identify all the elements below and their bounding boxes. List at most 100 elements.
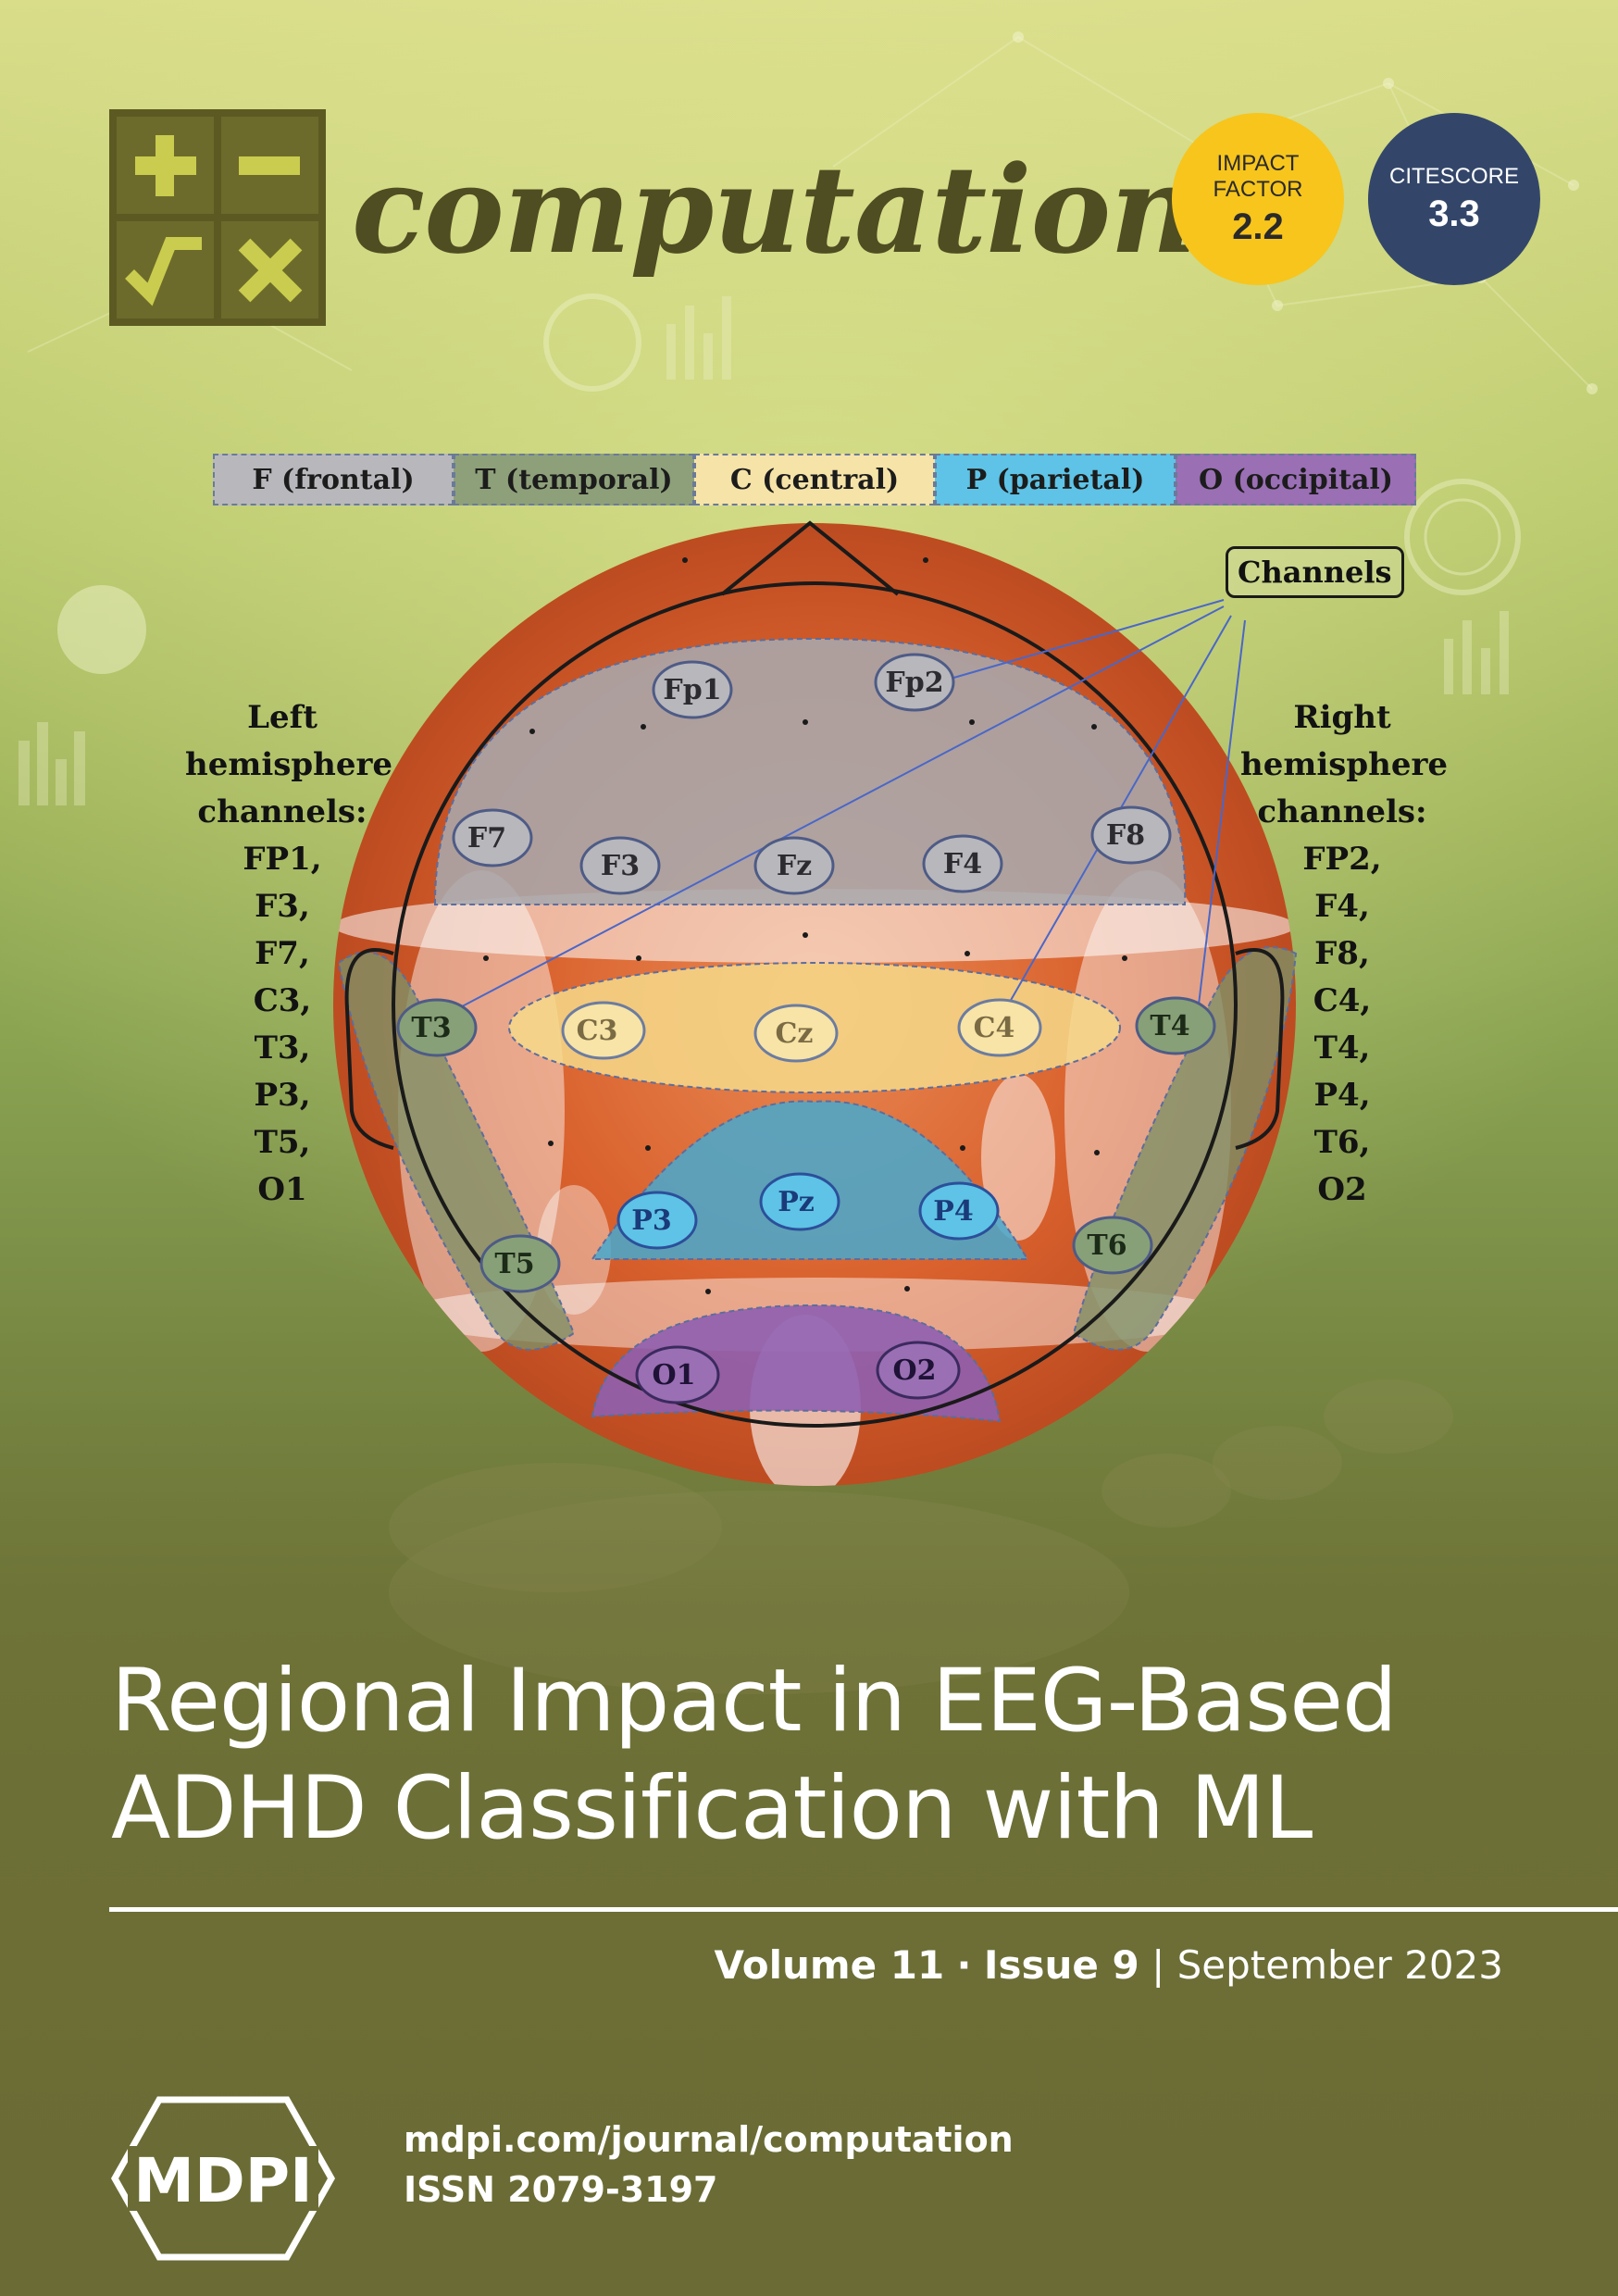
svg-text:T5: T5 (494, 1248, 534, 1280)
legend-occipital: O (occipital) (1176, 454, 1416, 505)
left-heading-3: channels: (197, 793, 367, 830)
channels-label: Channels (1226, 546, 1404, 598)
issn: ISSN 2079-3197 (404, 2169, 718, 2210)
right-channel: C4, (1313, 982, 1372, 1019)
electrode-f8: F8 (1090, 805, 1172, 865)
publisher-info: mdpi.com/journal/computation ISSN 2079-3… (404, 2115, 1014, 2215)
impact-factor-label-1: IMPACT (1216, 150, 1300, 176)
svg-text:T3: T3 (411, 1012, 451, 1044)
legend-central: C (central) (694, 454, 935, 505)
minus-icon (239, 156, 300, 175)
right-channel: P4, (1313, 1077, 1371, 1114)
article-title-line-2: ADHD Classification with ML (111, 1758, 1313, 1859)
ear-right (1235, 948, 1285, 1150)
svg-text:Fp2: Fp2 (885, 667, 943, 699)
left-channel: T3, (254, 1029, 311, 1067)
right-channel: FP2, (1302, 841, 1382, 878)
journal-logo (109, 109, 326, 326)
electrode-pz: Pz (759, 1172, 840, 1231)
svg-text:O1: O1 (652, 1359, 695, 1391)
legend-parietal: P (parietal) (935, 454, 1176, 505)
left-channel: P3, (254, 1077, 311, 1114)
electrode-f4: F4 (922, 834, 1003, 893)
right-heading-3: channels: (1257, 793, 1427, 830)
left-channel: F7, (255, 935, 310, 972)
electrode-fp2: Fp2 (874, 653, 955, 712)
electrode-o1: O1 (635, 1345, 720, 1404)
issue-number: Issue 9 (983, 1942, 1139, 1988)
right-channel: T4, (1313, 1029, 1371, 1067)
electrode-p4: P4 (918, 1181, 1000, 1241)
left-heading-1: Left (247, 699, 317, 736)
left-channel: FP1, (243, 841, 322, 878)
svg-text:F8: F8 (1106, 819, 1145, 852)
citescore-label: CITESCORE (1388, 163, 1519, 189)
head-outline (392, 581, 1238, 1428)
impact-factor-value: 2.2 (1232, 206, 1284, 247)
electrode-t4: T4 (1135, 996, 1216, 1055)
article-title-line-1: Regional Impact in EEG-Based (111, 1651, 1398, 1752)
issue-info: Volume 11 · Issue 9 | September 2023 (715, 1942, 1504, 1988)
electrode-c4: C4 (957, 998, 1042, 1057)
svg-text:Fp1: Fp1 (663, 674, 721, 706)
mdpi-logo: MDPI (110, 2096, 336, 2261)
svg-text:C3: C3 (577, 1015, 618, 1047)
svg-text:P3: P3 (631, 1204, 671, 1237)
region-legend: F (frontal) T (temporal) C (central) P (… (213, 454, 1416, 505)
svg-text:Pz: Pz (778, 1186, 815, 1218)
nose (720, 520, 900, 596)
article-title: Regional Impact in EEG-Based ADHD Classi… (111, 1648, 1555, 1863)
electrode-fp1: Fp1 (652, 660, 733, 719)
svg-text:F7: F7 (467, 822, 506, 855)
square-root-icon (125, 237, 202, 306)
left-channel: O1 (257, 1171, 307, 1208)
journal-name: computation (352, 139, 1198, 281)
svg-text:MDPI: MDPI (133, 2145, 312, 2216)
issue-separator: · (956, 1942, 972, 1988)
impact-factor-label-2: FACTOR (1213, 176, 1303, 202)
electrode-fz: Fz (753, 836, 835, 895)
right-channel: F8, (1314, 935, 1370, 972)
electrode-f3: F3 (579, 836, 661, 895)
electrode-f7: F7 (452, 808, 533, 867)
left-channel: C3, (253, 982, 312, 1019)
left-channel: T5, (254, 1124, 311, 1161)
svg-text:O2: O2 (892, 1354, 936, 1387)
right-heading-2: hemisphere (1240, 746, 1449, 783)
legend-frontal: F (frontal) (213, 454, 454, 505)
citescore-badge: CITESCORE 3.3 (1368, 113, 1540, 285)
electrode-t3: T3 (396, 998, 478, 1057)
svg-text:C4: C4 (974, 1012, 1015, 1044)
issue-date: September 2023 (1176, 1942, 1503, 1988)
svg-text:F4: F4 (943, 848, 982, 880)
svg-text:F3: F3 (601, 850, 640, 882)
svg-text:T4: T4 (1150, 1010, 1189, 1042)
citescore-value: 3.3 (1428, 193, 1480, 234)
svg-text:Cz: Cz (776, 1017, 814, 1050)
left-hemisphere-list: Left hemisphere channels: FP1, F3, F7, C… (185, 694, 393, 1214)
reference-dots (483, 557, 1127, 1294)
title-divider (109, 1907, 1618, 1912)
right-channel: T6, (1313, 1124, 1371, 1161)
svg-text:T6: T6 (1087, 1229, 1126, 1262)
multiply-icon (238, 238, 303, 303)
right-heading-1: Right (1293, 699, 1391, 736)
ear-left (344, 948, 394, 1150)
left-channel: F3, (255, 888, 310, 925)
impact-factor-badge: IMPACT FACTOR 2.2 (1172, 113, 1344, 285)
issue-bar: | (1151, 1942, 1165, 1988)
right-channel: F4, (1314, 888, 1370, 925)
plus-icon (135, 135, 196, 196)
svg-text:Fz: Fz (777, 850, 812, 882)
right-hemisphere-list: Right hemisphere channels: FP2, F4, F8, … (1240, 694, 1449, 1214)
electrode-c3: C3 (561, 1001, 646, 1060)
electrode-t6: T6 (1072, 1216, 1153, 1275)
eeg-head-diagram: Fp1 Fp2 F7 F3 Fz F4 F8 T3 (333, 520, 1298, 1486)
left-heading-2: hemisphere (185, 746, 393, 783)
journal-url: mdpi.com/journal/computation (404, 2119, 1014, 2160)
legend-temporal: T (temporal) (454, 454, 694, 505)
volume: Volume 11 (714, 1942, 945, 1988)
right-channel: O2 (1317, 1171, 1367, 1208)
